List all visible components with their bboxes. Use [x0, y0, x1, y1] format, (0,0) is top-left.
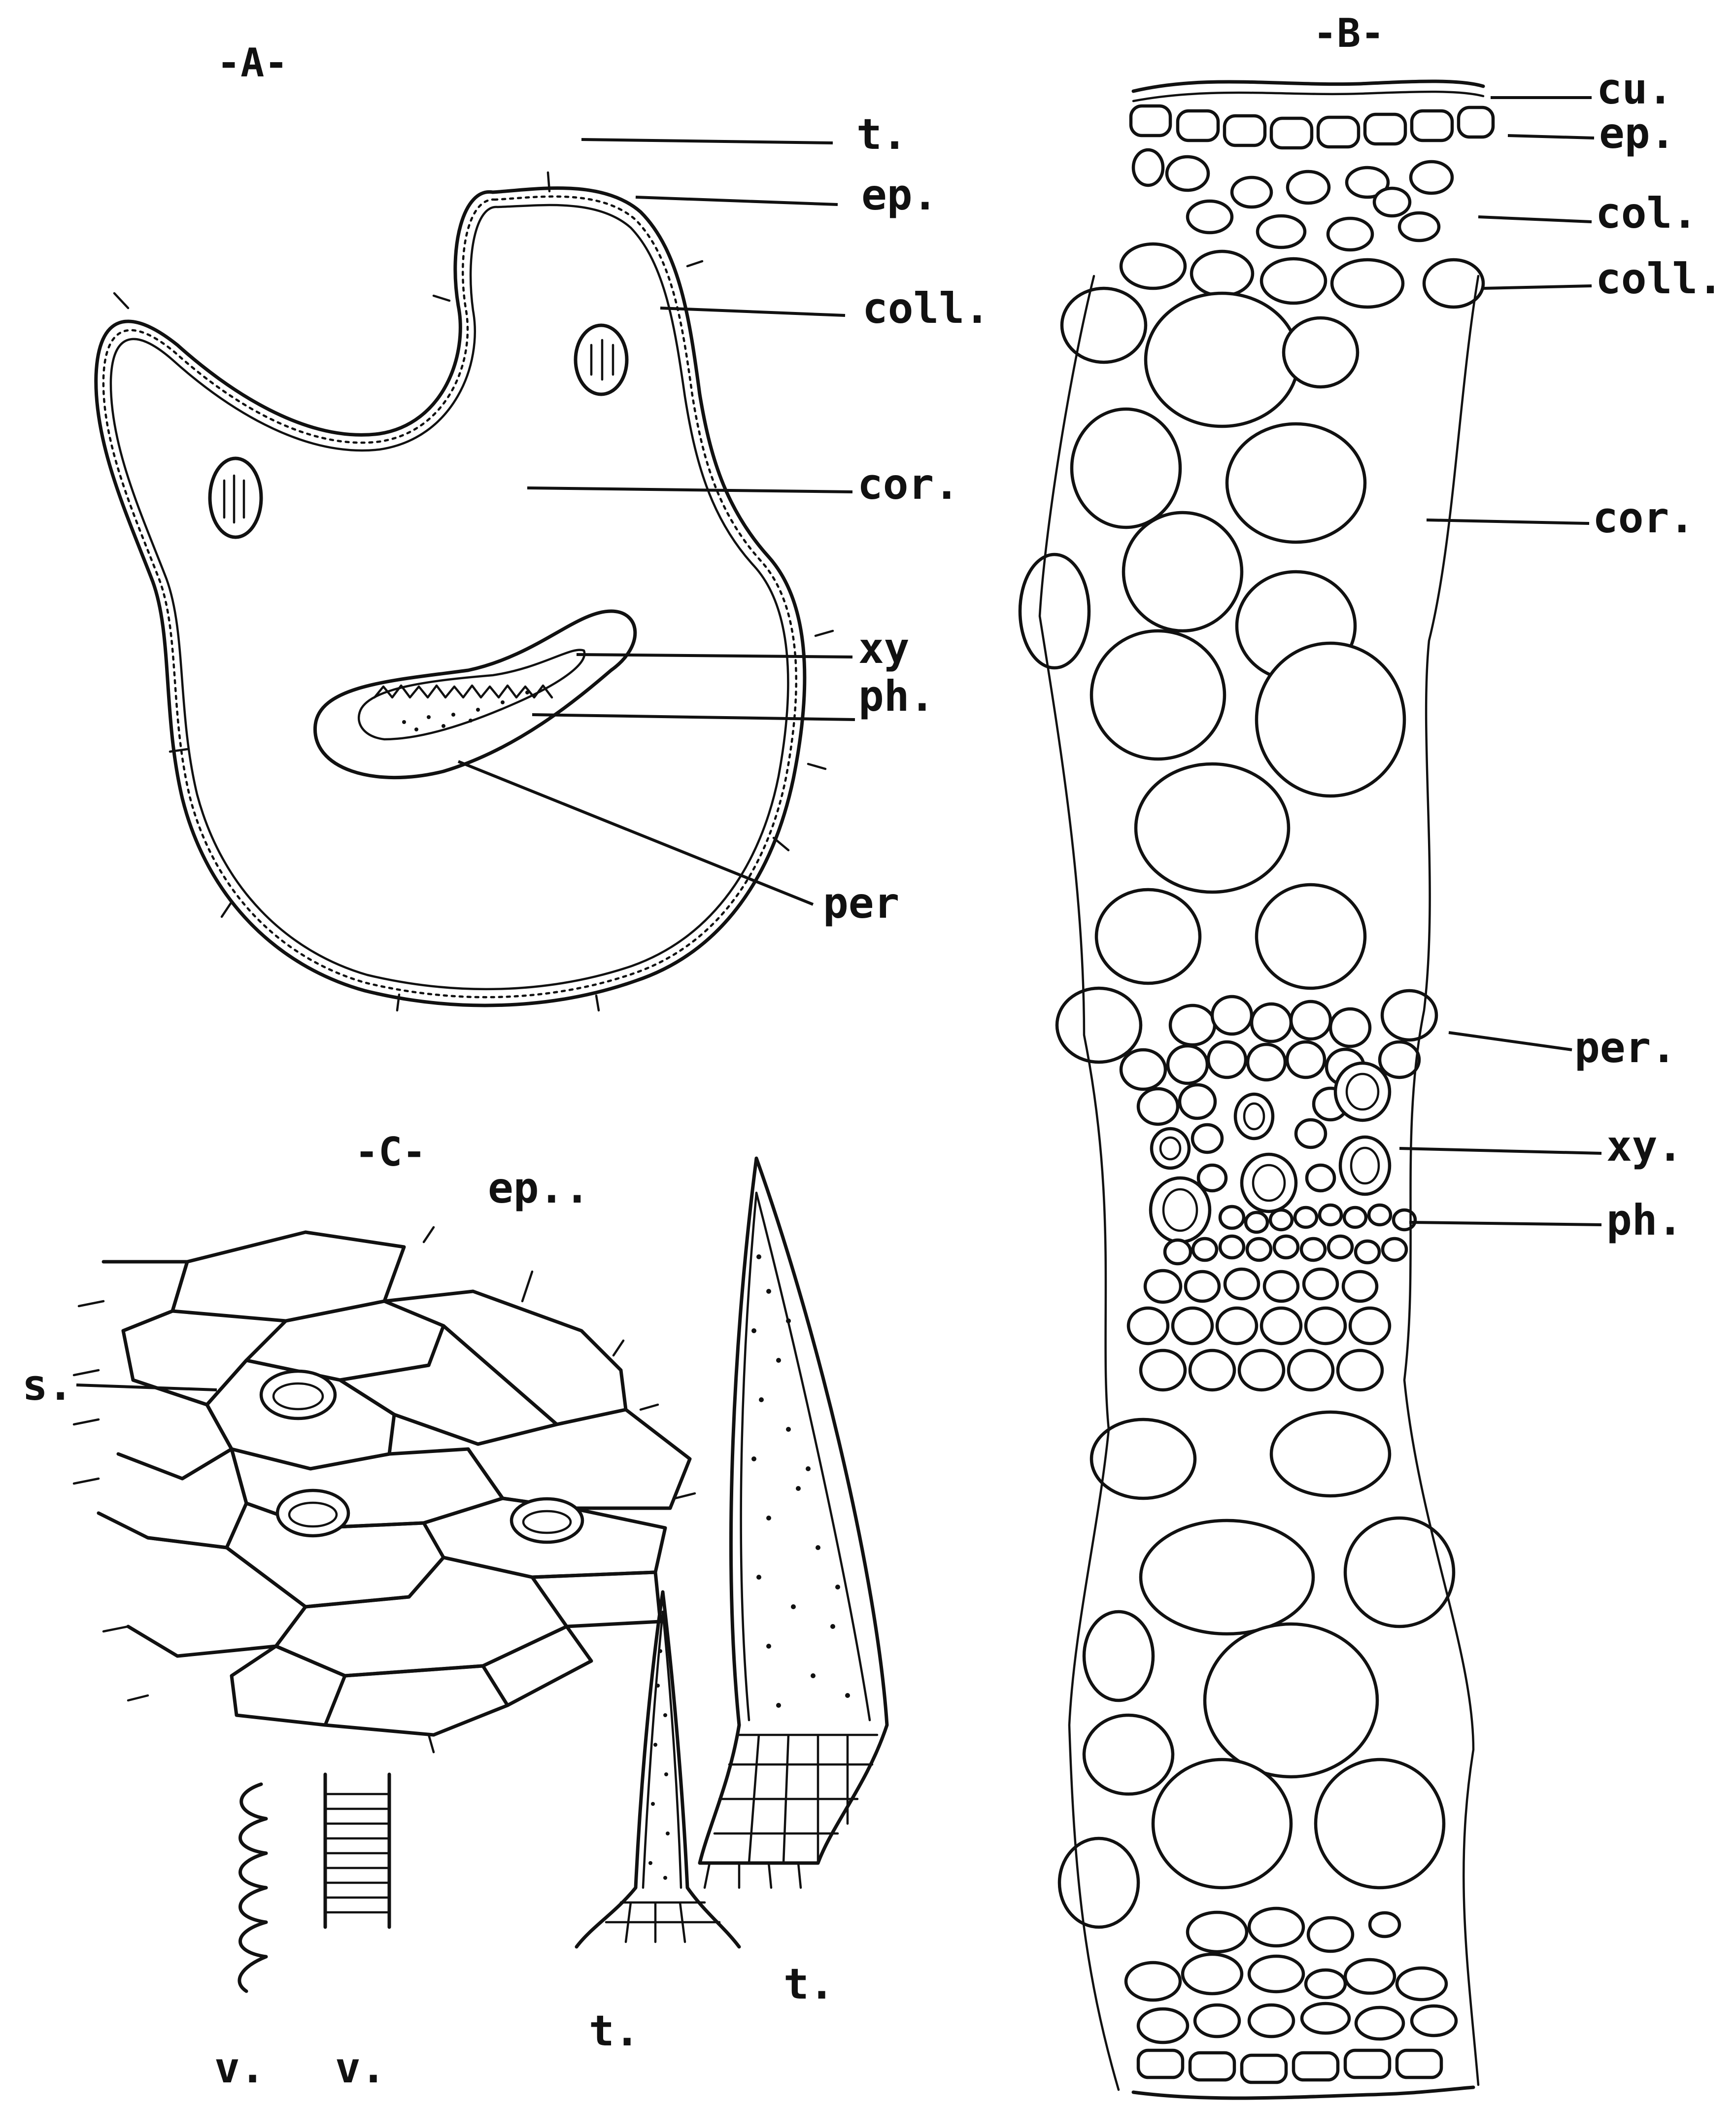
label-c-v1: v.: [214, 2043, 266, 2093]
xylem-row: [374, 686, 552, 697]
panel-a-title: -A-: [217, 40, 288, 86]
panel-c-epidermis-detail: -C- ep..: [22, 1129, 887, 2093]
label-b-xy: xy.: [1606, 1122, 1683, 1171]
label-b-cor: cor.: [1593, 493, 1695, 543]
panel-b-tissue-detail: -B-: [1020, 10, 1723, 2098]
label-coll: coll.: [862, 284, 990, 333]
label-c-t2: t.: [783, 1960, 835, 2009]
label-cor: cor.: [857, 460, 959, 509]
spiral-vessel: [239, 1784, 266, 1991]
epidermis-line: [103, 197, 796, 998]
trichomes: [114, 173, 833, 1010]
label-t: t.: [856, 110, 908, 159]
label-b-cu: cu.: [1597, 65, 1673, 114]
label-c-ep: ep..: [488, 1164, 590, 1213]
lower-epidermis-cells: [1126, 1908, 1456, 2082]
annular-vessel: [325, 1774, 389, 1927]
stomata: [261, 1371, 582, 1542]
epidermal-cells: [99, 1232, 690, 1735]
label-c-t1: t.: [589, 2006, 640, 2056]
label-ep: ep.: [861, 171, 938, 220]
label-b-ph: ph.: [1606, 1196, 1683, 1245]
label-c-s: s.: [22, 1361, 73, 1410]
panel-b-title: -B-: [1313, 10, 1385, 56]
trichome-small: [577, 1592, 739, 1947]
label-b-col: col.: [1596, 189, 1698, 238]
pericycle-cells: [1121, 991, 1436, 1124]
minor-bundle-left: [210, 458, 261, 537]
cortex-cells-lower: [1059, 1412, 1454, 1927]
label-b-per: per.: [1574, 1023, 1676, 1072]
label-per: per: [823, 879, 899, 928]
pericycle-outline: [315, 611, 635, 778]
panel-c-title: -C-: [355, 1129, 426, 1175]
strip-left-edge: [1040, 276, 1119, 2090]
label-xy: xy: [858, 624, 910, 673]
label-b-coll: coll.: [1596, 254, 1723, 304]
label-c-v2: v.: [335, 2043, 386, 2093]
cortex-cells-upper: [1020, 288, 1404, 1062]
label-ph: ph.: [858, 672, 935, 721]
trichome-large: [700, 1158, 887, 1888]
panel-a-cross-section: -A-: [96, 40, 990, 1010]
collenchyma-cells: [1121, 150, 1483, 307]
epidermis-cells: [1131, 106, 1493, 148]
cuticle: [1133, 81, 1483, 91]
label-b-ep: ep.: [1599, 109, 1675, 158]
